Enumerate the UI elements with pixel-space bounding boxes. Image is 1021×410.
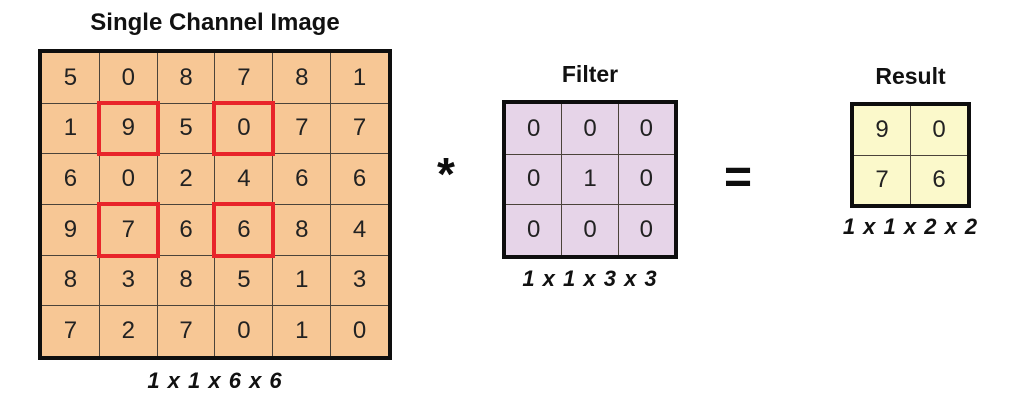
image-cell-r3-c0: 9 bbox=[42, 204, 99, 255]
image-cell-r4-c3: 5 bbox=[215, 255, 273, 306]
image-cell-r1-c3: 0 bbox=[212, 100, 276, 156]
image-cell-r1-c0: 1 bbox=[42, 103, 99, 154]
image-cell-r1-c5: 7 bbox=[331, 103, 388, 154]
image-cell-r2-c4: 6 bbox=[273, 154, 331, 204]
image-cell-r0-c5: 1 bbox=[331, 53, 388, 103]
image-cell-r3-c1: 7 bbox=[96, 202, 160, 258]
result-grid-title: Result bbox=[875, 63, 946, 89]
image-dims-label: 1 x 1 x 6 x 6 bbox=[147, 368, 283, 393]
image-cell-r0-c0: 5 bbox=[42, 53, 99, 103]
image-cell-r5-c4: 1 bbox=[273, 306, 331, 356]
image-grid-title: Single Channel Image bbox=[90, 9, 340, 36]
equals-operator: = bbox=[723, 151, 753, 204]
image-cell-r5-c2: 7 bbox=[157, 306, 215, 356]
filter-cell-r1-c2: 0 bbox=[618, 154, 674, 205]
image-cell-r1-c1: 9 bbox=[96, 100, 160, 156]
image-cell-r0-c1: 0 bbox=[99, 53, 157, 103]
convolution-operator: * bbox=[437, 148, 455, 200]
filter-cell-r0-c1: 0 bbox=[562, 104, 618, 154]
image-cell-r4-c5: 3 bbox=[331, 255, 388, 306]
result-cell-r1-c0: 7 bbox=[854, 155, 910, 204]
image-cell-r2-c2: 2 bbox=[157, 154, 215, 204]
image-cell-r5-c3: 0 bbox=[215, 306, 273, 356]
filter-cell-r0-c0: 0 bbox=[506, 104, 562, 154]
image-cell-r4-c1: 3 bbox=[99, 255, 157, 306]
image-cell-r4-c2: 8 bbox=[157, 255, 215, 306]
image-cell-r0-c2: 8 bbox=[157, 53, 215, 103]
image-cell-r0-c4: 8 bbox=[273, 53, 331, 103]
result-dims-label: 1 x 1 x 2 x 2 bbox=[842, 214, 979, 239]
image-cell-r2-c5: 6 bbox=[331, 154, 388, 204]
image-cell-r2-c3: 4 bbox=[215, 154, 273, 204]
result-cell-r0-c0: 9 bbox=[854, 106, 910, 155]
filter-cell-r2-c0: 0 bbox=[506, 205, 562, 255]
filter-cell-r1-c0: 0 bbox=[506, 154, 562, 205]
filter-cell-r0-c2: 0 bbox=[618, 104, 674, 154]
image-cell-r1-c4: 7 bbox=[273, 103, 331, 154]
image-cell-r0-c3: 7 bbox=[215, 53, 273, 103]
image-cell-r2-c1: 0 bbox=[99, 154, 157, 204]
image-cell-r4-c0: 8 bbox=[42, 255, 99, 306]
image-cell-r4-c4: 1 bbox=[273, 255, 331, 306]
image-cell-r3-c2: 6 bbox=[157, 204, 215, 255]
image-cell-r3-c3: 6 bbox=[212, 202, 276, 258]
filter-grid-title: Filter bbox=[561, 61, 619, 87]
image-cell-r5-c1: 2 bbox=[99, 306, 157, 356]
image-cell-r5-c0: 7 bbox=[42, 306, 99, 356]
image-cell-r3-c5: 4 bbox=[331, 204, 388, 255]
image-cell-r3-c4: 8 bbox=[273, 204, 331, 255]
filter-dims-label: 1 x 1 x 3 x 3 bbox=[522, 266, 658, 291]
filter-cell-r1-c1: 1 bbox=[562, 154, 618, 205]
image-cell-r1-c2: 5 bbox=[157, 103, 215, 154]
image-cell-r2-c0: 6 bbox=[42, 154, 99, 204]
result-cell-r1-c1: 6 bbox=[911, 155, 967, 204]
filter-cell-r2-c1: 0 bbox=[562, 205, 618, 255]
filter-cell-r2-c2: 0 bbox=[618, 205, 674, 255]
result-cell-r0-c1: 0 bbox=[911, 106, 967, 155]
image-cell-r5-c5: 0 bbox=[331, 306, 388, 356]
